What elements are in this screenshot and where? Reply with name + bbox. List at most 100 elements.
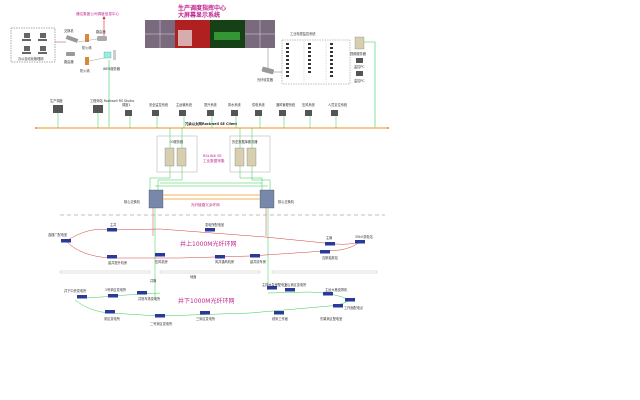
ground-surface-mid [159, 270, 261, 274]
io-server1-icon [164, 147, 175, 167]
fiber-switch-icon [61, 239, 71, 243]
ring-above-node[interactable]: 主井 [107, 222, 117, 232]
gateway-icon [97, 36, 107, 41]
office-group-label: 办公自动化管理网 [18, 56, 44, 61]
station-label: 供电系统 [252, 102, 266, 107]
fiber-switch-icon [285, 288, 295, 292]
fiber-converter-icon [261, 66, 275, 75]
backbone-station[interactable]: 安全监控系统 [149, 102, 169, 128]
ring-below-node-label: 工作面配电点 [344, 305, 364, 310]
switch-icon [66, 52, 75, 56]
station-label: 安全监控系统 [149, 102, 169, 107]
ring-above-node[interactable]: 压风机房 [155, 253, 168, 264]
gateway-label: 路由器 [96, 29, 106, 34]
ring-below-node[interactable]: 三采区变电所 [196, 311, 216, 321]
ring-below-node[interactable]: 主排水泵房配电室 [262, 282, 288, 290]
ring-above-node-label: 风井通风机房 [215, 259, 234, 264]
switch2-label: 路由器 [64, 59, 74, 64]
terminal-icon [305, 110, 312, 116]
ring-below-node[interactable]: 1号采区变电所 [105, 287, 127, 298]
ring-above-node[interactable]: 选煤厂配电室 [48, 232, 71, 243]
backbone-station[interactable]: 提升系统 [204, 102, 218, 128]
monitor-pc1-icon [356, 58, 363, 63]
cctv-group: 工业电视监控系统 光纤收发器 视频服务器 监控PC 监控PC [257, 31, 376, 128]
fiber-switch-icon [155, 253, 165, 257]
ring-below-node-label: 综采工作面 [272, 316, 288, 321]
video-server-label: 视频服务器 [350, 51, 367, 56]
ring-above-node[interactable]: 副井提升机房 [107, 255, 127, 265]
office-pcs-icon [22, 33, 47, 54]
ring-above-node[interactable]: 瓦斯抽放站 [320, 250, 339, 260]
ring-below-node-label: 二号采区变电所 [150, 321, 173, 326]
backbone-station[interactable]: 主运输系统 [176, 102, 193, 128]
fiber-switch-icon [215, 255, 225, 259]
fiber-switch-icon [345, 298, 355, 302]
ring-above-node[interactable]: 风井通风机房 [215, 255, 234, 264]
backbone-station[interactable]: 排水系统 [228, 102, 242, 128]
ground-line-group: 地面 井筒 [59, 270, 378, 283]
backbone-station[interactable]: 压风系统 [302, 102, 316, 128]
ring-below-node[interactable]: 主运大巷皮带机 [323, 287, 348, 296]
ring-above-node[interactable]: 35kV变电站 [355, 234, 373, 244]
cctv-backbone-link [364, 41, 376, 128]
ring-above-title: 井上1000M光纤环网 [180, 240, 236, 248]
ring-below-node-label: 主运大巷皮带机 [325, 287, 348, 292]
fiber-switch-icon [107, 228, 117, 232]
fiber-switch-icon [250, 254, 260, 258]
display-wall-group: 生产调度指挥中心 大屏幕显示系统 [145, 4, 275, 68]
ring-below-node[interactable]: 综采工作面 [272, 311, 288, 321]
server-links [149, 128, 271, 190]
ring-above-node[interactable]: 主扇 [325, 235, 335, 246]
display-title-line1: 生产调度指挥中心 [178, 4, 226, 12]
fiber-switch-icon [355, 240, 365, 244]
backbone-station[interactable]: 供电系统 [252, 102, 266, 128]
ring-below-node[interactable]: 采区变电所 [104, 310, 121, 321]
station-label: 调度1 [122, 102, 130, 107]
web-server-icon [103, 51, 112, 59]
uplink-label: 通往集团公司调度信息中心 [76, 11, 120, 16]
backbone-station[interactable]: 工程师站 Rockwell RS Studio [90, 98, 134, 128]
cctv-box [281, 39, 351, 85]
ring-above-node-label: 主扇 [326, 235, 332, 240]
terminal-icon [207, 110, 214, 116]
ring-below-node-label: 上山采区变电所 [284, 282, 307, 287]
ring-below-node[interactable]: 东翼采区配电室 [320, 304, 343, 321]
fiber-switch-icon [77, 295, 87, 299]
ring-below-node[interactable]: 上山采区变电所 [284, 282, 307, 292]
terminal-icon [279, 110, 286, 116]
backbone-station[interactable]: 生产调度 [50, 98, 64, 128]
ring-above-node[interactable]: 副井绞车房 [250, 254, 266, 264]
ring-above-node[interactable]: 变电所配电室 [205, 222, 224, 232]
ring-above-node-label: 副井绞车房 [250, 259, 266, 264]
firewall2-icon [85, 57, 89, 65]
io-server-box [156, 135, 198, 173]
ring-below-node[interactable]: 二号采区变电所 [150, 314, 173, 326]
right-core-label: 核心交换机 [278, 199, 295, 204]
ring-below-node[interactable]: 工作面配电点 [344, 298, 364, 310]
ring-below-node-label: 采区变电所 [104, 316, 121, 321]
ring-above-node-label: 35kV变电站 [355, 234, 373, 239]
ring-below-top-right-path [267, 291, 351, 301]
ring-below-node-label: 井底车场变电所 [138, 296, 161, 301]
ring-above-node-label: 变电所配电室 [205, 222, 224, 227]
terminal-icon [152, 110, 159, 116]
backbone-end-left [35, 127, 37, 129]
ring-below-node[interactable]: 井下中央变电所 [64, 288, 87, 299]
display-title-line2: 大屏幕显示系统 [178, 11, 220, 19]
station-label: 工程师站 Rockwell RS Studio [90, 98, 134, 103]
station-label: 主运输系统 [176, 102, 193, 107]
backbone-group: 冗余以太网Rockwell SE Client 生产调度工程师站 Rockwel… [35, 98, 389, 129]
backbone-station[interactable]: 通风管理系统 [276, 102, 296, 128]
station-label: 压风系统 [302, 102, 316, 107]
ring-below-node[interactable]: 井底车场变电所 [137, 291, 161, 301]
ring-below-node-label: 三采区变电所 [196, 316, 216, 321]
backbone-station[interactable]: 调度1 [122, 102, 132, 128]
web-server-label: WEB服务器 [103, 66, 121, 71]
terminal-icon [125, 110, 132, 116]
office-group-box [10, 27, 56, 63]
backbone-station[interactable]: 人员定位系统 [328, 102, 348, 128]
ring-above-top-path [65, 228, 361, 245]
fiber-switch-icon [325, 242, 335, 246]
